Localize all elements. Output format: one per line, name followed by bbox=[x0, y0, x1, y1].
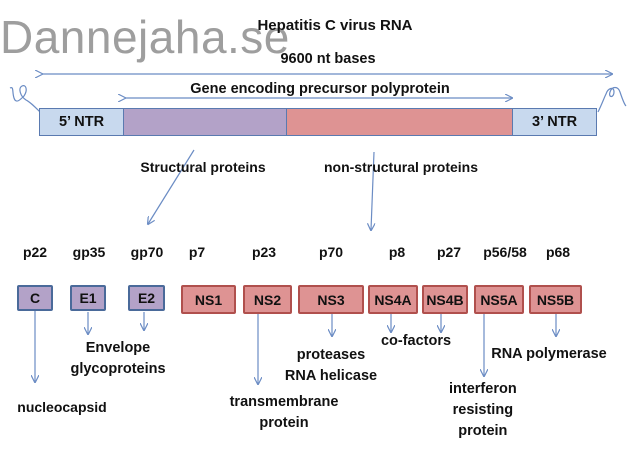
mass-e1: gp35 bbox=[72, 244, 106, 260]
mass-ns1: p7 bbox=[188, 244, 206, 260]
length-label: 9600 nt bases bbox=[280, 51, 376, 67]
envelope-line-2: glycoproteins bbox=[70, 361, 166, 377]
protein-e2: E2 bbox=[128, 285, 165, 311]
transmembrane-protein-label: transmembrane protein bbox=[230, 392, 339, 434]
protein-ns4b-label: NS4B bbox=[426, 291, 464, 308]
ntr-3-segment: 3’ NTR bbox=[512, 108, 597, 136]
protein-ns4a-label: NS4A bbox=[374, 291, 412, 308]
protein-ns2: NS2 bbox=[243, 285, 292, 314]
protein-ns3: NS3 bbox=[298, 285, 364, 314]
proteases-line-1: proteases bbox=[296, 347, 366, 363]
interferon-resisting-label: interferon resisting protein bbox=[449, 379, 517, 442]
transmembrane-line-1: transmembrane bbox=[229, 394, 339, 410]
structural-arrow bbox=[148, 149, 195, 224]
mass-ns4b: p27 bbox=[436, 244, 462, 260]
protein-ns5a-label: NS5A bbox=[480, 291, 518, 308]
proteases-line-2: RNA helicase bbox=[284, 368, 378, 384]
protein-e2-label: E2 bbox=[137, 290, 156, 306]
nonstructural-label: non-structural proteins bbox=[323, 159, 479, 175]
interferon-line-1: interferon bbox=[449, 381, 517, 397]
envelope-glycoproteins-label: Envelope glycoproteins bbox=[70, 338, 165, 380]
transmembrane-line-2: protein bbox=[259, 415, 309, 431]
protein-ns4b: NS4B bbox=[422, 285, 468, 314]
mass-e2: gp70 bbox=[130, 244, 164, 260]
protein-ns4a: NS4A bbox=[368, 285, 418, 314]
ntr-5-segment: 5’ NTR bbox=[39, 108, 124, 136]
mass-ns3: p70 bbox=[318, 244, 344, 260]
left-rna-tail bbox=[9, 85, 41, 113]
interferon-line-3: protein bbox=[458, 423, 508, 439]
watermark: Dannejaha.se bbox=[0, 11, 290, 63]
interferon-line-2: resisting bbox=[452, 402, 514, 418]
ntr-5-label: 5’ NTR bbox=[58, 114, 105, 130]
protein-ns5b: NS5B bbox=[529, 285, 582, 314]
right-rna-tail bbox=[597, 86, 627, 113]
structural-segment bbox=[123, 108, 287, 136]
mass-ns2: p23 bbox=[251, 244, 277, 260]
cofactors-label: co-factors bbox=[380, 333, 452, 349]
protein-c-label: C bbox=[29, 290, 41, 306]
protein-ns5b-label: NS5B bbox=[536, 291, 575, 308]
protein-ns3-label: NS3 bbox=[317, 291, 345, 308]
ntr-3-label: 3’ NTR bbox=[531, 114, 578, 130]
mass-ns5a: p56/58 bbox=[483, 244, 527, 260]
protein-e1-label: E1 bbox=[79, 290, 97, 306]
mass-ns4a: p8 bbox=[388, 244, 406, 260]
rna-polymerase-label: RNA polymerase bbox=[491, 346, 607, 362]
protein-ns1-label: NS1 bbox=[194, 291, 223, 308]
envelope-line-1: Envelope bbox=[85, 340, 151, 356]
protein-ns2-label: NS2 bbox=[253, 291, 282, 308]
proteases-helicase-label: proteases RNA helicase bbox=[285, 345, 377, 387]
protein-c: C bbox=[17, 285, 53, 311]
nonstructural-segment bbox=[286, 108, 513, 136]
protein-e1: E1 bbox=[70, 285, 106, 311]
nucleocapsid-label: nucleocapsid bbox=[17, 399, 107, 415]
mass-ns5b: p68 bbox=[545, 244, 571, 260]
protein-ns1: NS1 bbox=[181, 285, 236, 314]
structural-label: Structural proteins bbox=[140, 159, 266, 175]
gene-label: Gene encoding precursor polyprotein bbox=[190, 81, 450, 97]
protein-ns5a: NS5A bbox=[474, 285, 524, 314]
diagram-title: Hepatitis C virus RNA bbox=[257, 17, 413, 34]
nonstructural-arrow bbox=[371, 151, 374, 230]
mass-c: p22 bbox=[22, 244, 48, 260]
